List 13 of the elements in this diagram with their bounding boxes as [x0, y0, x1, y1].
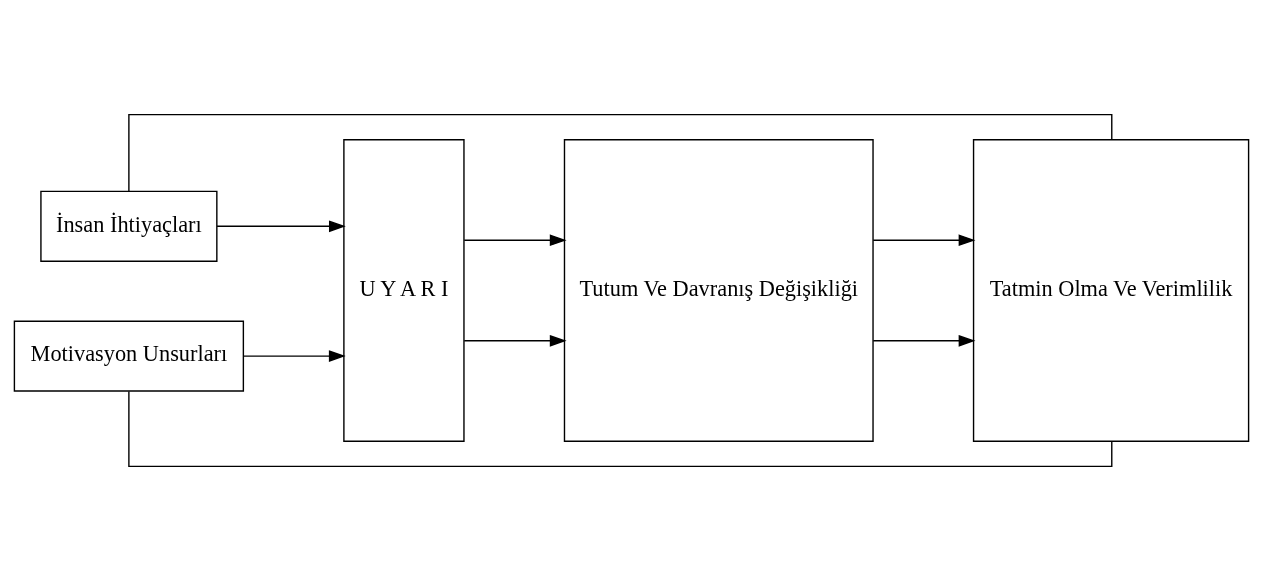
connector [128, 113, 1113, 192]
connector [128, 390, 1113, 468]
arrow [872, 234, 976, 247]
node-box: U Y A R I [343, 139, 465, 442]
arrow [463, 234, 567, 247]
arrow [872, 334, 976, 347]
node-box: Tutum Ve Davranış Değişikliği [563, 139, 874, 442]
arrow [216, 220, 346, 233]
arrow [242, 350, 346, 362]
arrow [463, 334, 567, 347]
node-box: Motivasyon Unsurları [13, 320, 245, 392]
node-box: Tatmin Olma Ve Verimlilik [972, 139, 1250, 442]
node-box: İnsan İhtiyaçları [40, 190, 218, 262]
